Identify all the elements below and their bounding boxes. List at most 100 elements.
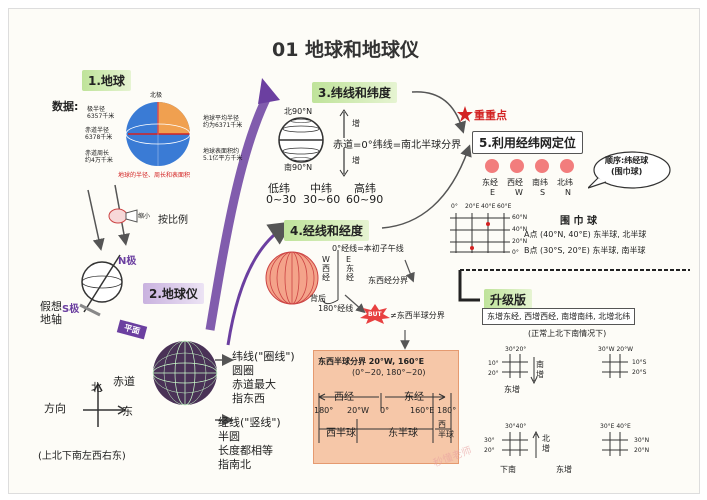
latitude-globe: [278, 117, 324, 163]
g4-top: 30°E 40°E: [600, 423, 631, 430]
lat-circle: 圆圈: [232, 364, 254, 377]
but-burst-icon: [360, 304, 390, 324]
globe-grid-illustration: [152, 340, 218, 406]
lon-half: 半圆: [218, 430, 240, 443]
dir-letter-e: E: [490, 188, 496, 197]
dir-label-west: 西经: [507, 178, 523, 187]
low-lat: 低纬: [268, 182, 290, 195]
grid-top-40e: 40°E: [481, 203, 496, 210]
polar-radius: 极半径 6357千米: [87, 106, 115, 120]
hemi-west2: 西 半球: [438, 420, 454, 439]
upgrade-rule: 东增东经, 西增西经, 南增南纬, 北增北纬: [482, 308, 636, 325]
grid-top-20e: 20°E: [465, 203, 480, 210]
east-increase: 东增: [504, 385, 520, 394]
g3-left: 30° 20°: [484, 437, 495, 454]
mid-range: 30~60: [303, 193, 341, 206]
longitude-diagram: [321, 250, 339, 305]
g3-side: 北 增: [542, 434, 550, 453]
surface-area: 地球表面积约 5.1亿平方千米: [203, 148, 243, 162]
g1-side: 南 增: [536, 360, 544, 379]
west-lon-label: W 西 经: [322, 255, 330, 282]
section2-header: 2.地球仪: [143, 283, 204, 304]
g1-top: 30°20°: [505, 346, 527, 353]
hemi-west: 西半球: [326, 428, 356, 439]
north-label: 北: [91, 381, 102, 394]
upgrade-grid-2: [602, 354, 628, 378]
not-hemi-divider: ≠东西半球分界: [390, 311, 445, 320]
hemi-title-b: (0°~20, 180°~20): [352, 368, 426, 377]
direction-rule: (上北下南左西右东): [38, 451, 126, 462]
tick-180-left: 180°: [314, 406, 334, 415]
dir-label-east: 东经: [482, 178, 498, 187]
hemi-title-a: 东西半球分界 20°W, 160°E: [318, 357, 425, 366]
section5-header: 5.利用经纬网定位: [472, 131, 583, 154]
section1-header: 1.地球: [82, 70, 131, 91]
equator-radius: 赤道半径 6378千米: [85, 127, 113, 141]
imaginary-axis: 假想 地轴: [40, 300, 62, 326]
dir-label-south: 南纬: [532, 178, 548, 187]
purple-arrow: [205, 92, 273, 331]
grid-right-60n: 60°N: [512, 214, 528, 221]
high-range: 60~90: [346, 193, 384, 206]
upgrade-grid-3: [502, 432, 528, 456]
dir-letter-n: N: [565, 188, 571, 197]
hemisphere-diagram: [318, 393, 452, 443]
increase-up: 增: [352, 119, 360, 128]
equator-circ: 赤道周长 约4万千米: [85, 150, 113, 164]
increase-down: 增: [352, 156, 360, 165]
equator-label: 赤道: [113, 375, 135, 388]
bottom-left: 下南: [500, 465, 516, 474]
g2-right: 10°S 20°S: [632, 359, 647, 376]
n-pole-label: N极: [118, 256, 137, 267]
meridian-180: 180°经线: [318, 304, 354, 313]
hemi-east-lon: 东经: [404, 392, 424, 403]
earth-caption: 地球的半径、周长和表面积: [118, 172, 191, 179]
upgrade-grid-1: [502, 354, 528, 378]
dir-letter-w: W: [515, 188, 523, 197]
hemi-east: 东半球: [388, 428, 418, 439]
tick-180-right: 180°: [437, 406, 457, 415]
mid-lat: 中纬: [310, 182, 332, 195]
face-icons: [485, 159, 574, 173]
earth-globe-illustration: [125, 102, 191, 166]
but-label: BUT: [368, 311, 382, 318]
north-90: 北90°N: [284, 107, 313, 116]
south-inc-arrow: [530, 357, 538, 385]
east-west-divider: 东西经分界: [368, 276, 408, 285]
g1-left2: 20°: [488, 370, 499, 377]
upgrade-header: 升级版: [484, 289, 533, 310]
longitude-globe: [265, 251, 319, 305]
section4-header: 4.经线和经度: [284, 220, 369, 241]
tick-20w: 20°W: [347, 406, 370, 415]
star-icon: [457, 106, 473, 122]
bottom-right: 东增: [556, 465, 572, 474]
key-point: 重重点: [474, 109, 507, 122]
lat-lines-label: 纬线("圈线"): [232, 350, 295, 363]
grid-right-0: 0°: [512, 249, 519, 256]
south-90: 南90°N: [284, 163, 313, 172]
high-lat: 高纬: [354, 182, 376, 195]
torch-icon: [108, 208, 138, 224]
direction-cross: [83, 382, 127, 427]
lon-lines-label: 经线("竖线"): [218, 416, 281, 429]
lat-lon-grid: [450, 213, 510, 253]
grid-right-40n: 40°N: [512, 226, 528, 233]
east-label: 东: [122, 405, 133, 418]
upgrade-note: (正常上北下南情况下): [528, 329, 607, 338]
equator-rule: 赤道=0°纬线=南北半球分界: [333, 140, 462, 151]
east-lon-label: E 东 经: [346, 255, 354, 282]
section3-header: 3.纬线和纬度: [312, 82, 397, 103]
g3-top: 30°40°: [505, 423, 527, 430]
hemisphere-box: [313, 350, 459, 464]
north-pole-label: 北极: [150, 92, 163, 99]
order-bubble: [588, 151, 671, 189]
scale-label: 按比例: [158, 215, 188, 226]
hemi-west-lon: 西经: [334, 392, 354, 403]
data-label: 数据:: [52, 100, 79, 113]
s-pole-label: S极: [62, 304, 80, 315]
north-inc-arrow: [532, 430, 540, 458]
grid-top-0: 0°: [451, 203, 458, 210]
scale-note: 缩小: [138, 213, 151, 220]
tick-160e: 160°E: [410, 406, 435, 415]
g1-left: 10°: [488, 360, 499, 367]
